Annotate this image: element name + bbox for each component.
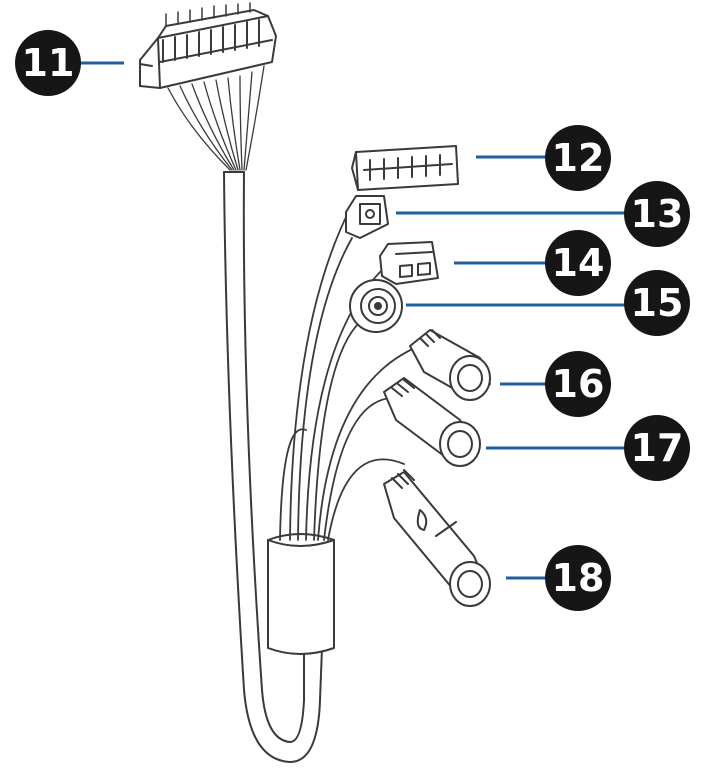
callout-14: 14 <box>545 230 611 296</box>
leader-lines <box>80 61 628 580</box>
callout-13-label: 13 <box>631 192 684 236</box>
wire-bundle <box>279 204 423 541</box>
cable-drawing <box>139 2 491 763</box>
callouts: 11 12 13 14 15 16 17 18 <box>15 30 690 611</box>
callout-16: 16 <box>545 351 611 417</box>
callout-14-label: 14 <box>552 241 605 285</box>
callout-12-label: 12 <box>552 136 605 180</box>
callout-18: 18 <box>545 545 611 611</box>
main-cable-left <box>223 171 323 763</box>
callout-12: 12 <box>545 125 611 191</box>
dc-jack-15 <box>349 279 403 333</box>
rca-connector-17 <box>383 377 481 467</box>
square-jack-13 <box>345 195 389 239</box>
callout-13: 13 <box>624 181 690 247</box>
bnc-connector-18 <box>383 469 491 607</box>
callout-16-label: 16 <box>552 362 605 406</box>
callout-18-label: 18 <box>552 556 605 600</box>
callout-15: 15 <box>624 270 690 336</box>
callout-11: 11 <box>15 30 81 96</box>
callout-17-label: 17 <box>631 426 684 470</box>
fanned-wires-top <box>167 65 265 171</box>
terminal-connector-12 <box>351 145 459 191</box>
ferrite-bead <box>267 533 335 655</box>
terminal-block-connector-11 <box>139 2 277 89</box>
terminal-block-14 <box>379 241 439 285</box>
callout-15-label: 15 <box>631 281 684 325</box>
callout-17: 17 <box>624 415 690 481</box>
rca-connector-16 <box>409 329 491 401</box>
callout-11-label: 11 <box>22 41 75 85</box>
